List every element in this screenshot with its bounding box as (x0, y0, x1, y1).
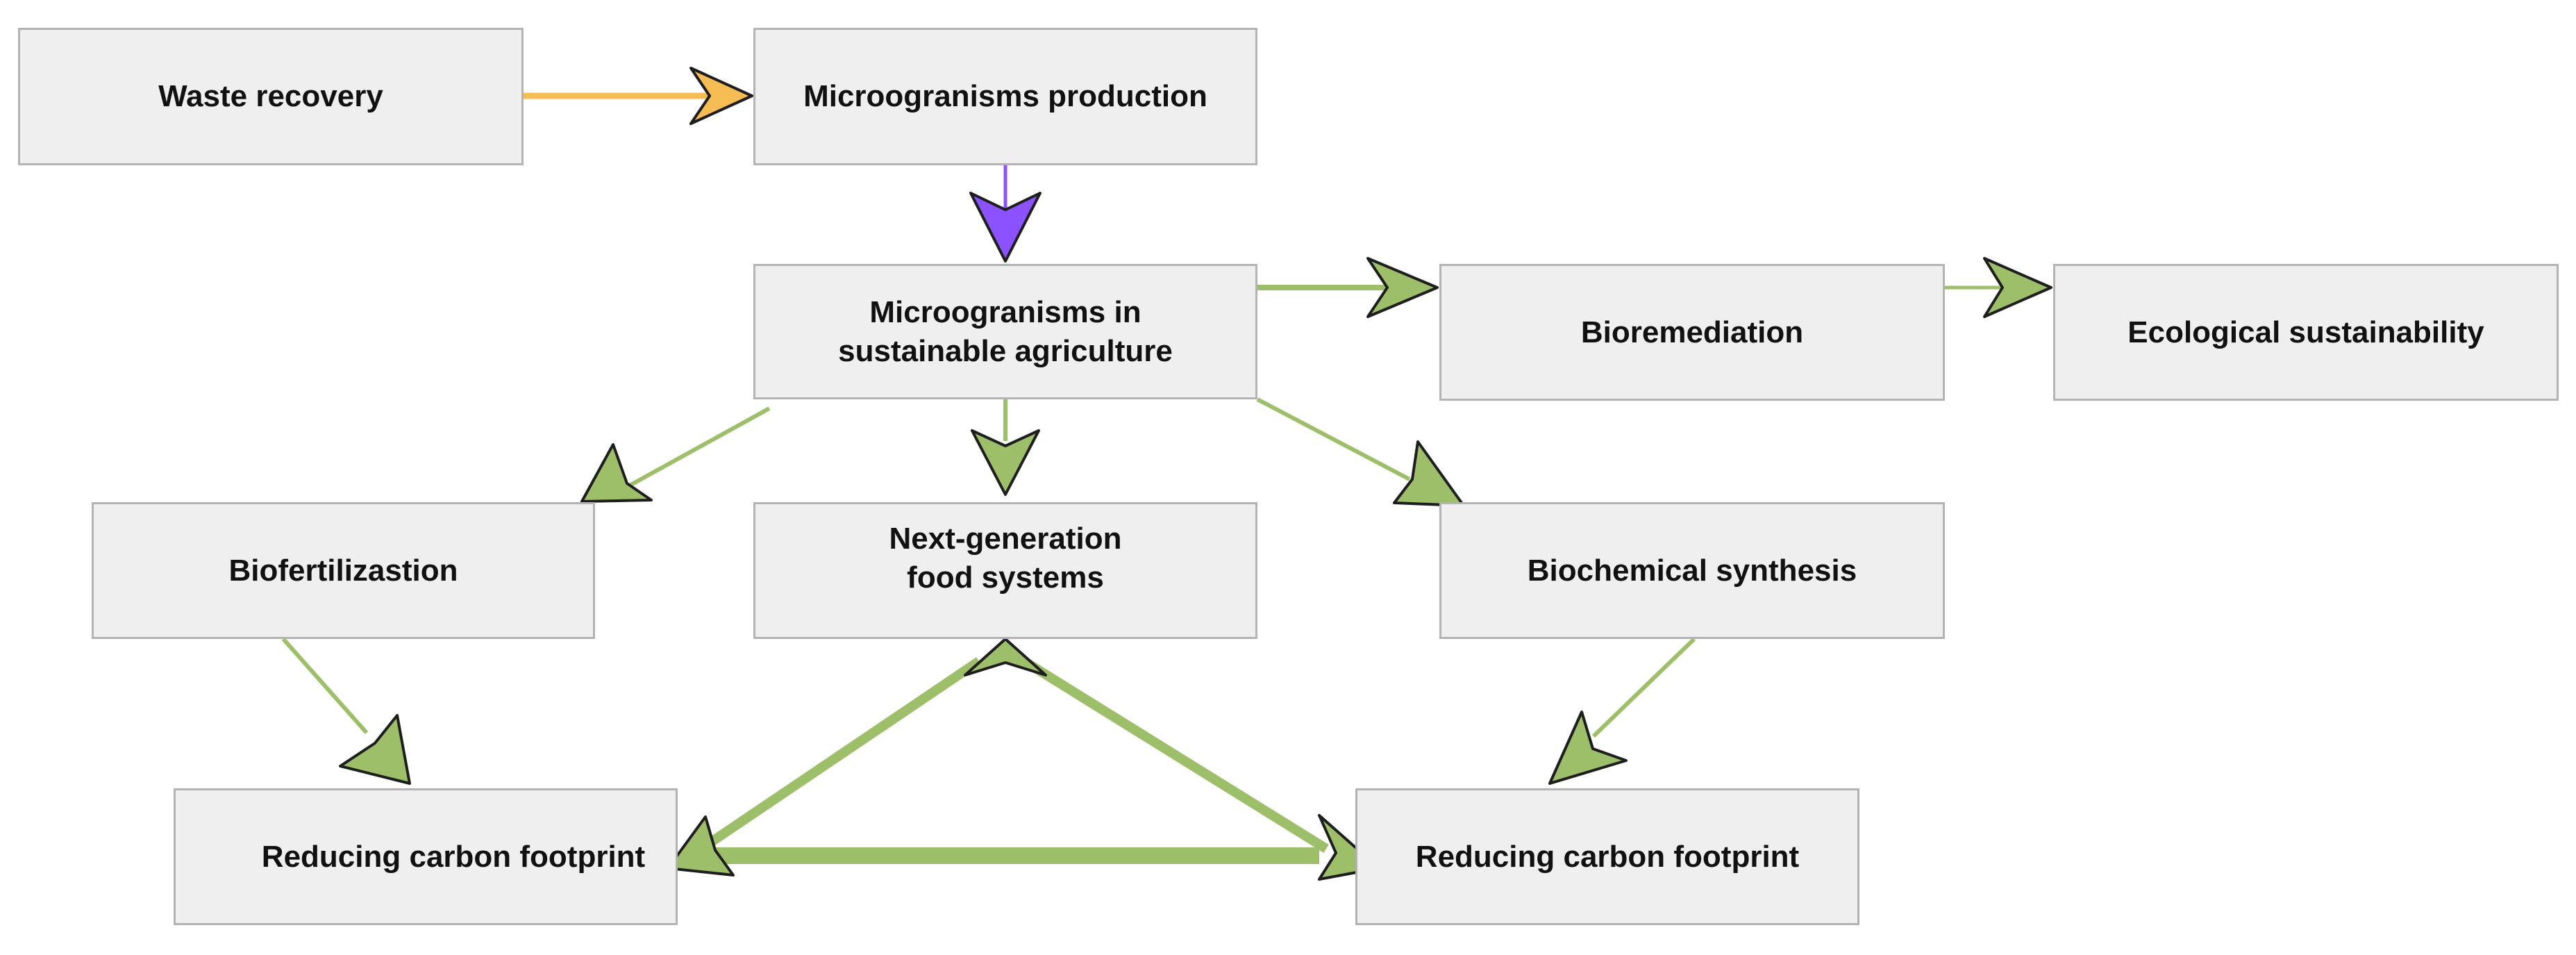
edge-biofertilization-to-carbon-left (281, 638, 369, 734)
arrowhead-agriculture-to-food (971, 429, 1040, 496)
node-reducing-carbon-right: Reducing carbon footprint (1355, 788, 1859, 925)
arrowhead-biofertilization-to-carbon-left (339, 714, 411, 785)
arrowhead-agriculture-to-biochemical (1393, 440, 1465, 507)
node-label: Bioremediation (1580, 315, 1804, 349)
arrowhead-triangle-food (964, 638, 1047, 676)
node-label: Biochemical synthesis (1527, 553, 1857, 588)
node-label: Next-generation food systems (889, 521, 1122, 595)
node-label: Reducing carbon footprint (1415, 839, 1800, 874)
node-next-generation-food: Next-generation food systems (753, 502, 1257, 639)
edge-carbon-left-to-food (699, 657, 982, 853)
edge-biochemical-to-carbon-right (1591, 637, 1696, 738)
arrowhead-biochemical-to-carbon-right (1548, 711, 1628, 785)
arrowhead-production-to-agriculture (969, 192, 1042, 263)
node-waste-recovery: Waste recovery (18, 28, 524, 165)
node-label: Microogranisms in sustainable agricultur… (838, 294, 1173, 368)
node-bioremediation: Bioremediation (1439, 264, 1945, 401)
edge-agriculture-to-biochemical (1256, 397, 1411, 481)
arrowhead-agriculture-to-bioremediation (1366, 257, 1439, 318)
arrowhead-bioremediation-to-ecological (1983, 257, 2052, 318)
node-biochemical-synthesis: Biochemical synthesis (1439, 502, 1945, 639)
node-label: Ecological sustainability (2127, 315, 2484, 349)
edge-agriculture-to-biofertilization (627, 406, 771, 488)
arrowhead-triangle-carbon-left (667, 815, 735, 877)
node-microorganisms-agriculture: Microogranisms in sustainable agricultur… (753, 264, 1257, 399)
arrowhead-agriculture-to-biofertilization (580, 443, 653, 503)
node-label: Biofertilizastion (228, 553, 458, 588)
node-reducing-carbon-left: Reducing carbon footprint (174, 788, 678, 925)
edge-food-to-carbon-right (1025, 659, 1329, 853)
node-biofertilization: Biofertilizastion (92, 502, 595, 639)
node-label: Waste recovery (158, 79, 383, 113)
arrowhead-waste-to-production (689, 67, 753, 125)
node-label: Reducing carbon footprint (261, 839, 646, 874)
node-microorganisms-production: Microogranisms production (753, 28, 1257, 165)
node-ecological-sustainability: Ecological sustainability (2053, 264, 2559, 401)
node-label: Microogranisms production (803, 79, 1207, 113)
